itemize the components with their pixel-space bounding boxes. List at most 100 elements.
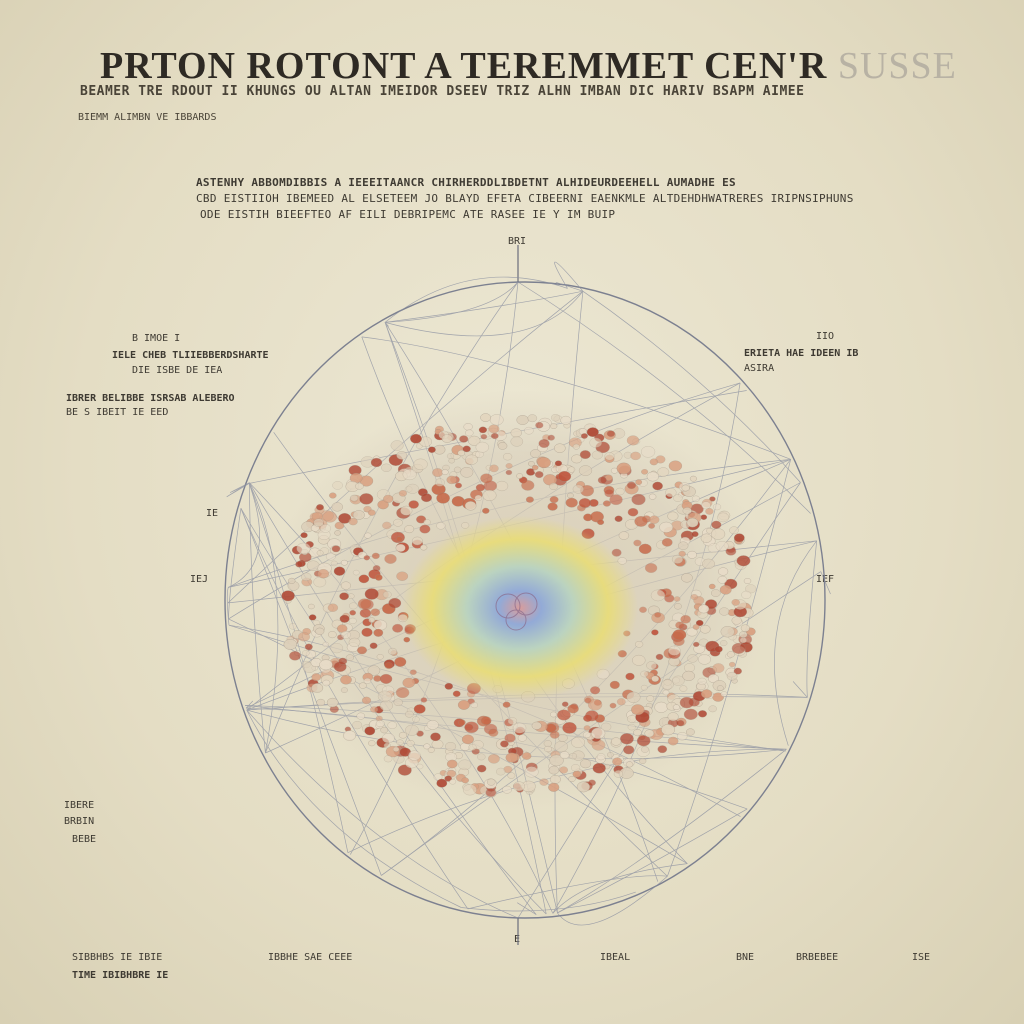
particle <box>716 685 724 691</box>
particle <box>640 746 650 753</box>
particle <box>502 785 512 794</box>
particle <box>510 436 524 447</box>
particle <box>368 740 376 747</box>
particle <box>626 691 641 703</box>
mesh-line <box>517 902 537 915</box>
title-main: PRTON ROTONT A TEREMMET CEN'R <box>100 45 828 87</box>
particle <box>411 536 423 546</box>
particle <box>657 745 668 754</box>
particle <box>317 569 330 579</box>
particle <box>597 476 607 484</box>
particle <box>522 752 532 760</box>
particle <box>686 627 698 637</box>
particle <box>678 550 686 557</box>
particle <box>298 631 310 642</box>
particle <box>295 561 304 568</box>
particle <box>554 741 568 753</box>
title-faded: SUSSE <box>837 45 957 87</box>
particle <box>363 555 370 561</box>
annotation-bottom-7: ISE <box>912 952 931 963</box>
annotation-left-top-1: B IMOE I <box>132 333 181 344</box>
particle <box>488 728 499 737</box>
particle <box>283 639 297 650</box>
particle <box>475 483 485 492</box>
particle <box>576 781 590 793</box>
particle <box>395 536 403 542</box>
particle <box>376 654 384 660</box>
particle <box>596 753 606 761</box>
particle <box>651 629 659 636</box>
particle <box>559 751 570 759</box>
particle <box>465 429 474 437</box>
particle <box>404 525 415 534</box>
particle <box>649 515 660 524</box>
particle <box>330 643 344 654</box>
particle <box>708 674 719 683</box>
particle <box>359 608 372 618</box>
particle <box>374 574 383 581</box>
particle <box>352 721 363 730</box>
particle <box>636 735 651 747</box>
particle <box>712 503 722 511</box>
particle <box>405 710 414 718</box>
particle <box>363 677 372 684</box>
particle <box>680 615 691 624</box>
particle <box>464 501 477 511</box>
annotation-bottom-3: IBBHE SAE CEEE <box>268 952 353 963</box>
particle <box>528 461 535 467</box>
particle <box>340 581 351 590</box>
particle <box>331 502 343 512</box>
particle <box>715 541 729 552</box>
particle <box>539 778 549 786</box>
particle <box>551 414 560 422</box>
particle <box>368 617 376 623</box>
particle <box>505 752 518 763</box>
mesh-line <box>245 700 254 709</box>
particle <box>427 747 435 753</box>
particle <box>441 469 449 475</box>
particle <box>396 571 409 581</box>
particle <box>726 651 735 658</box>
particle <box>549 754 564 767</box>
particle <box>347 593 355 599</box>
particle <box>554 443 566 453</box>
outer-sphere <box>224 281 826 919</box>
mesh-line <box>361 336 791 460</box>
particle <box>547 434 555 441</box>
particle <box>496 767 506 776</box>
particle <box>609 680 620 689</box>
particle <box>741 590 752 599</box>
particle <box>393 698 403 706</box>
particle <box>380 726 389 734</box>
particle <box>480 413 491 422</box>
particle <box>402 677 416 688</box>
particle <box>325 552 336 561</box>
annotation-left-side: IE <box>206 508 219 519</box>
particle <box>477 764 487 773</box>
particle <box>396 451 408 460</box>
particle <box>395 543 406 552</box>
particle <box>731 616 742 625</box>
particle <box>639 758 647 764</box>
annotation-bottom-1: SIBBHBS IE IBIE <box>72 952 163 963</box>
particle <box>651 675 660 682</box>
particle <box>639 606 647 613</box>
particle <box>672 675 685 686</box>
mesh-line <box>552 863 688 914</box>
particle <box>420 697 428 703</box>
particle <box>589 437 602 448</box>
particle <box>632 654 646 666</box>
particle <box>345 654 354 661</box>
mesh-line <box>557 748 787 914</box>
particle <box>635 641 644 648</box>
particle <box>449 778 457 785</box>
mesh-line <box>384 276 568 323</box>
particle <box>393 518 403 527</box>
particle <box>592 762 606 774</box>
particle <box>361 696 372 705</box>
particle <box>684 663 695 673</box>
particle <box>602 500 611 507</box>
particle <box>572 443 580 450</box>
particle <box>516 415 529 425</box>
